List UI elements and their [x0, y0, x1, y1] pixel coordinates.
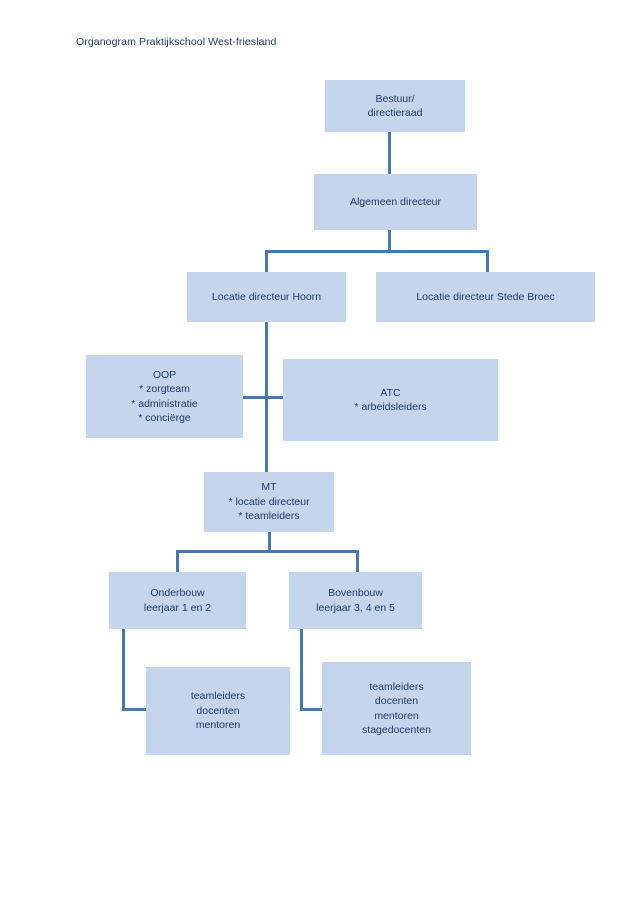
node-oop-line2: * zorgteam [139, 383, 190, 395]
node-onderbouw-line2: leerjaar 1 en 2 [143, 601, 212, 614]
node-bovenbouw-staff[interactable]: teamleiders docenten mentoren stagedocen… [322, 662, 471, 755]
node-mt-line2: * locatie directeur [228, 495, 310, 508]
connector-algemeen-stem [388, 230, 391, 252]
connector-algemeen-to-hoorn [265, 250, 268, 272]
connector-mt-to-onderbouw [176, 550, 179, 572]
node-oop[interactable]: OOP * zorgteam * administratie * conciër… [86, 355, 243, 438]
node-bestuur[interactable]: Bestuur/ directieraad [325, 80, 465, 132]
node-bovenbouw[interactable]: Bovenbouw leerjaar 3, 4 en 5 [289, 572, 422, 629]
node-bovenbouw-line2: leerjaar 3, 4 en 5 [316, 601, 395, 614]
node-onderbouw-staff-line1: teamleiders [190, 690, 246, 703]
node-atc-line2: * arbeidsleiders [354, 401, 427, 413]
node-bestuur-line2: directieraad [367, 107, 423, 119]
node-locatie-directeur-stede-broec-label: Locatie directeur Stede Broec [416, 290, 555, 303]
connector-mt-stem [268, 532, 271, 552]
node-onderbouw-staff[interactable]: teamleiders docenten mentoren [146, 667, 290, 755]
connector-spine-to-atc [265, 396, 290, 399]
connector-bovenbouw-elbow-horizontal [300, 708, 328, 711]
node-oop-line1: OOP [152, 368, 177, 381]
node-oop-line3: * administratie [131, 397, 198, 410]
node-bovenbouw-staff-line2: docenten [374, 695, 419, 707]
node-bovenbouw-staff-line3: mentoren [374, 709, 419, 722]
connector-spine-to-oop [243, 396, 268, 399]
connector-algemeen-crossbar [265, 250, 489, 253]
connector-onderbouw-elbow-vertical [122, 629, 125, 711]
connector-mt-crossbar [176, 550, 359, 553]
node-mt[interactable]: MT * locatie directeur * teamleiders [204, 472, 334, 532]
node-bovenbouw-staff-line4: stagedocenten [362, 724, 431, 736]
connector-bovenbouw-elbow-vertical [300, 629, 303, 711]
node-locatie-directeur-hoorn-label: Locatie directeur Hoorn [211, 290, 322, 303]
node-onderbouw-staff-line3: mentoren [195, 719, 241, 732]
connector-onderbouw-elbow-horizontal [122, 708, 150, 711]
connector-bestuur-to-algemeen [388, 132, 391, 174]
node-bovenbouw-line1: Bovenbouw [328, 587, 383, 599]
node-oop-line4: * conciërge [138, 412, 191, 424]
node-atc[interactable]: ATC * arbeidsleiders [283, 359, 498, 441]
node-locatie-directeur-stede-broec[interactable]: Locatie directeur Stede Broec [376, 272, 595, 322]
node-onderbouw-staff-line2: docenten [196, 704, 240, 717]
node-algemeen-directeur[interactable]: Algemeen directeur [314, 174, 477, 230]
node-bestuur-line1: Bestuur/ [375, 92, 415, 105]
connector-mt-to-bovenbouw [356, 550, 359, 572]
node-atc-line1: ATC [380, 386, 401, 399]
node-onderbouw[interactable]: Onderbouw leerjaar 1 en 2 [109, 572, 246, 629]
node-mt-line1: MT [261, 481, 277, 494]
node-algemeen-directeur-label: Algemeen directeur [349, 195, 442, 208]
node-locatie-directeur-hoorn[interactable]: Locatie directeur Hoorn [187, 272, 346, 322]
node-mt-line3: * teamleiders [238, 510, 300, 523]
node-bovenbouw-staff-line1: teamleiders [369, 680, 424, 693]
connector-algemeen-to-stedebroec [486, 250, 489, 272]
page-title: Organogram Praktijkschool West-friesland [76, 36, 277, 48]
node-onderbouw-line1: Onderbouw [150, 587, 205, 599]
